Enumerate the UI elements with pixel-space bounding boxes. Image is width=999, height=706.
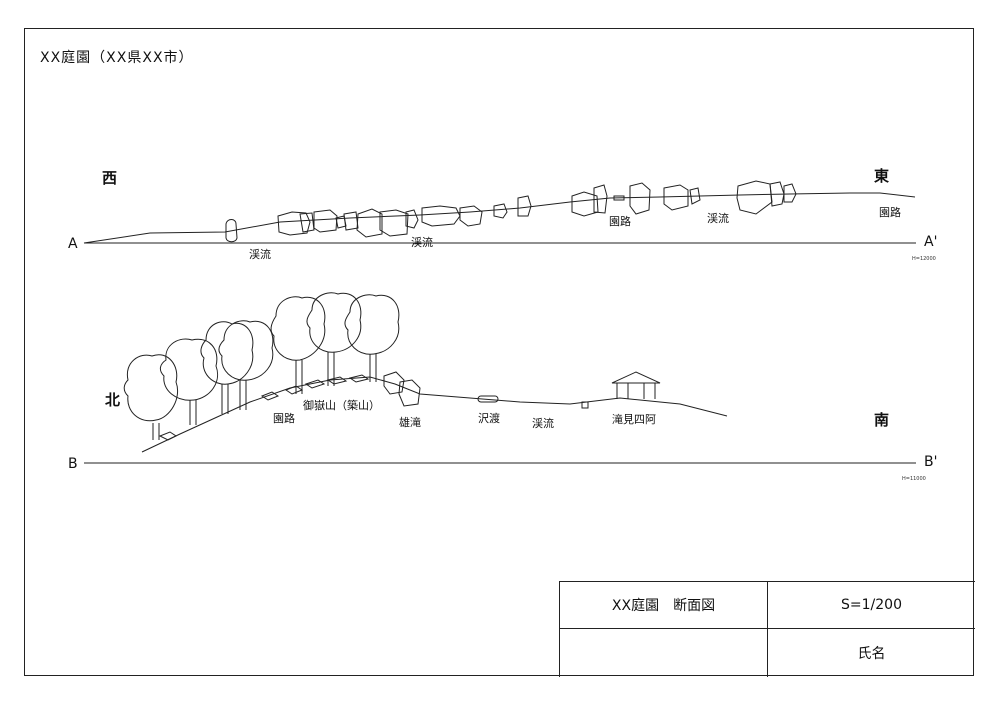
tree-icons [123,292,400,440]
direction-east: 東 [874,167,890,185]
direction-north: 北 [105,391,121,409]
label-path-2: 園路 [879,206,901,219]
label-pavilion: 滝見四阿 [612,413,656,426]
direction-west: 西 [102,169,118,187]
drawing-name: XX庭園 [611,598,660,614]
section-a-terrain [83,192,916,244]
sheet-title: XX庭園（XX県XX市） [40,50,194,66]
title-block-scale-cell: S=1/200 [768,582,975,629]
drawing-type: 断面図 [673,598,716,614]
direction-south: 南 [874,411,890,429]
section-b-height-note: H=11000 [902,476,926,482]
title-block-empty-cell [560,629,768,677]
section-b-end-label: B' [924,454,938,470]
title-block-drawing-name-cell: XX庭園 断面図 [560,582,768,629]
title-block: XX庭園 断面図 S=1/200 氏名 [559,581,975,677]
label-mountain: 御嶽山（築山） [303,399,380,412]
label-garden-path: 園路 [273,412,295,425]
drawing-scale: S=1/200 [841,597,902,613]
section-b-start-label: B [68,456,78,472]
section-a-rocks [225,180,797,243]
label-stream: 渓流 [532,417,554,430]
pavilion-icon [611,371,661,399]
label-stream-3: 渓流 [707,212,729,225]
drawing-frame [24,28,974,676]
label-stream-2: 渓流 [411,236,433,249]
section-a-end-label: A' [924,234,938,250]
label-path-1: 園路 [609,215,631,228]
section-b-terrain [141,376,728,453]
section-a-height-note: H=12000 [912,256,936,262]
label-waterfall: 雄滝 [399,416,421,429]
section-a-start-label: A [68,236,78,252]
label-stream-1: 渓流 [249,248,271,261]
name-label: 氏名 [857,646,886,662]
label-stepping-crossing: 沢渡 [478,412,500,425]
title-block-name-cell: 氏名 [768,629,975,677]
